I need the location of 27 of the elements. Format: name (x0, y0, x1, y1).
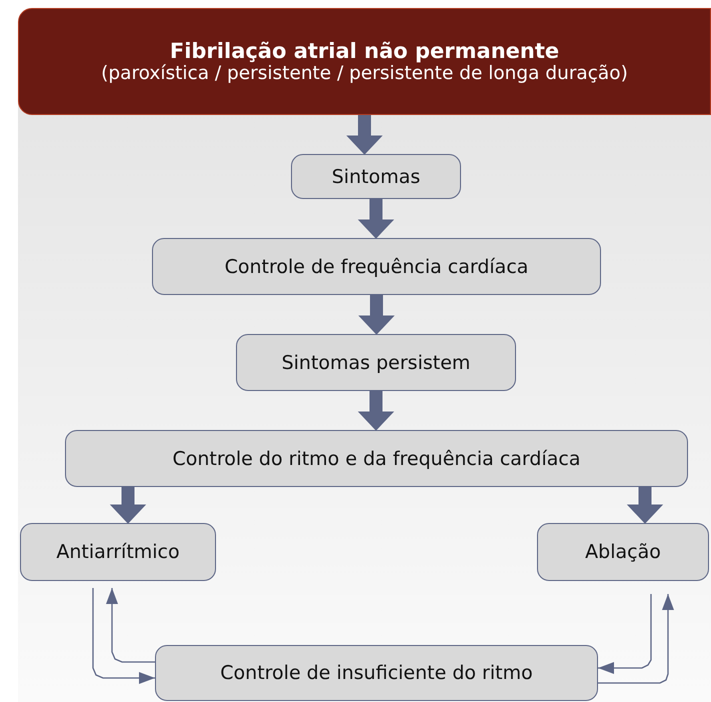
block-arrow (358, 198, 394, 239)
box-label: Controle de frequência cardíaca (224, 256, 528, 278)
arrow (598, 594, 652, 674)
process-box (65, 430, 688, 487)
block-arrow (346, 114, 383, 155)
arrow (598, 594, 674, 684)
box-label: Sintomas persistem (282, 352, 470, 374)
process-box (152, 238, 601, 295)
header-box (18, 8, 711, 115)
arrow (106, 588, 155, 663)
block-arrow (358, 294, 395, 335)
box-label: Sintomas (332, 166, 420, 188)
block-arrow (626, 486, 664, 524)
process-box (236, 334, 516, 391)
process-box (291, 154, 461, 199)
subtitle-text: (paroxística / persistente / persistente de longa duração) (101, 63, 628, 84)
box-label: Antiarrítmico (56, 541, 180, 563)
arrow (92, 588, 155, 684)
block-arrow (110, 486, 146, 524)
box-label: Ablação (585, 541, 661, 563)
box-label: Controle do ritmo e da frequência cardíaca (172, 448, 580, 470)
box-label: Controle de insuficiente do ritmo (220, 662, 533, 684)
process-box (20, 523, 216, 581)
title-text: Fibrilação atrial não permanente (170, 39, 560, 63)
block-arrow (358, 390, 394, 431)
process-box (155, 645, 598, 701)
process-box (537, 523, 709, 581)
